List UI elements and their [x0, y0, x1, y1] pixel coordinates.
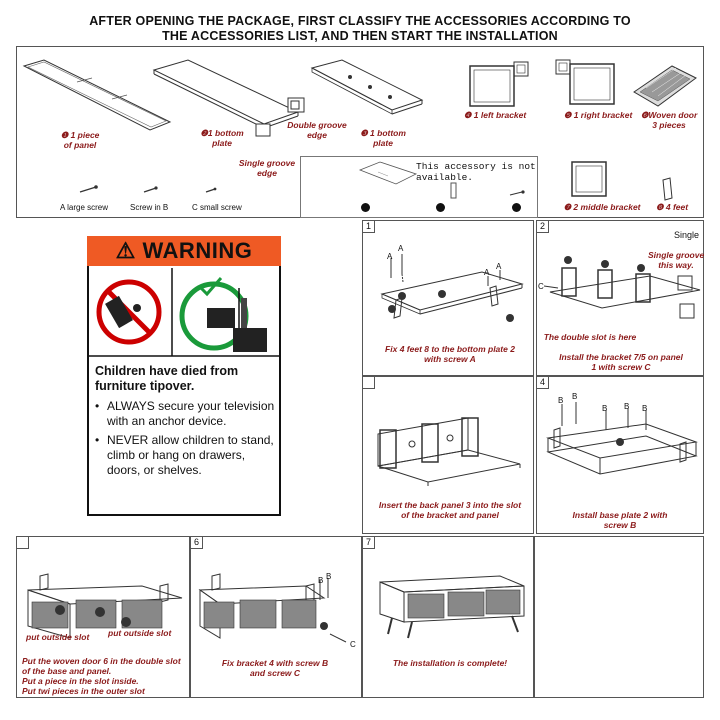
middle-bracket-7-label: ❼ 2 middle bracket: [563, 202, 641, 212]
step-number: 4: [537, 377, 549, 389]
step-4-box: 4: [536, 376, 704, 534]
not-available-box: [300, 156, 538, 218]
screw-c-label: C small screw: [192, 203, 242, 212]
woven-door-6-drawing: [633, 65, 697, 107]
small-screw-drawing: [509, 190, 525, 196]
step-2-box: 2: [536, 220, 704, 376]
bullet-dot: [436, 203, 445, 212]
bottom-plate-2-label: ❷1 bottom plate: [200, 128, 244, 148]
right-bracket-5-drawing: [555, 59, 615, 105]
step-1-drawing: [380, 254, 524, 322]
callout-a: A: [398, 244, 404, 253]
screw-b-icon: [143, 186, 158, 193]
page-header: AFTER OPENING THE PACKAGE, FIRST CLASSIF…: [0, 14, 720, 44]
step-2-drawing: [543, 256, 701, 319]
callout-a: A: [484, 268, 490, 277]
step-3-drawing: [377, 417, 521, 486]
header-line-2: THE ACCESSORIES LIST, AND THEN START THE…: [162, 29, 558, 43]
callout-b: B: [624, 402, 630, 411]
warning-bullet: NEVER allow children to stand, climb or …: [93, 433, 279, 478]
slot-label-2: put outside slot: [108, 628, 172, 638]
right-bracket-5-label: ❺ 1 right bracket: [563, 110, 633, 120]
warning-title: Children have died from furniture tipove…: [95, 364, 239, 393]
screw-a-label: A large screw: [60, 203, 109, 212]
glass-panel-drawing: [358, 161, 418, 185]
callout-c: C: [350, 640, 356, 649]
left-bracket-4-label: ❹ 1 left bracket: [463, 110, 527, 120]
callout-b: B: [318, 576, 324, 585]
step-number: [17, 537, 29, 549]
step-4-drawing: [546, 402, 698, 475]
step-1-box: 1: [362, 220, 534, 376]
callout-c: C: [538, 282, 544, 291]
not-available-text: This accessory is not available.: [416, 161, 536, 183]
panel-1-label: ❶ 1 piece of panel: [60, 130, 100, 150]
step-6-box: 6: [190, 536, 362, 698]
callout-b: B: [558, 396, 564, 405]
callout-a: A: [387, 252, 393, 261]
step-7-caption: The installation is complete!: [392, 658, 508, 668]
warning-bullet: ALWAYS secure your television with an an…: [93, 399, 279, 429]
callout-b: B: [642, 404, 648, 413]
bottom-plate-3-drawing: [310, 59, 424, 115]
bottom-plate-2-drawing: [152, 59, 305, 137]
header-line-1: AFTER OPENING THE PACKAGE, FIRST CLASSIF…: [89, 14, 631, 28]
step-number: 6: [191, 537, 203, 549]
warning-pictogram: [89, 268, 279, 357]
woven-door-6-label: ❻Woven door 3 pieces: [640, 110, 698, 130]
middle-bracket-7-drawing: [571, 161, 607, 197]
screw-b-label: Screw in B: [130, 203, 169, 212]
warning-heading: ⚠ WARNING: [87, 236, 281, 266]
double-slot-note: The double slot is here: [543, 332, 637, 342]
panel-1-drawing: [22, 59, 172, 131]
bullet-dot: [512, 203, 521, 212]
single-groove-note: Single groove this way.: [648, 250, 705, 270]
bottom-plate-3-label: ❸ 1 bottom plate: [360, 128, 406, 148]
warning-bullet-list: ALWAYS secure your television with an an…: [93, 399, 279, 482]
step-3-caption: Insert the back panel 3 into the slot of…: [378, 500, 522, 520]
step-6-drawing: [198, 573, 347, 643]
callout-b: B: [572, 392, 578, 401]
step-number: 2: [537, 221, 549, 233]
double-groove-label: Double groove edge: [287, 120, 347, 140]
step-7-drawing: [379, 575, 525, 639]
step-2-caption: Install the bracket 7/5 on panel 1 with …: [559, 352, 683, 372]
small-part-drawing: [450, 182, 457, 199]
callout-b: B: [602, 404, 608, 413]
slot-label-1: put outside slot: [26, 632, 90, 642]
single-groove-label: Single groove edge: [238, 158, 296, 178]
step-1-caption: Fix 4 feet 8 to the bottom plate 2 with …: [385, 344, 515, 364]
callout-b: B: [326, 572, 332, 581]
step-5-box: [16, 536, 190, 698]
step-5-drawing: [27, 573, 183, 639]
screw-c-icon: [205, 187, 217, 193]
step-number: 7: [363, 537, 375, 549]
feet-8-label: ❽ 4 feet: [655, 202, 689, 212]
single-label: Single: [674, 230, 700, 240]
feet-8-drawing: [662, 177, 673, 201]
step-number: 1: [363, 221, 375, 233]
step-number: [363, 377, 375, 389]
callout-a: A: [496, 262, 502, 271]
step-7-box: 7: [362, 536, 534, 698]
step-4-caption: Install base plate 2 with screw B: [572, 510, 668, 530]
screw-a-icon: [79, 185, 98, 193]
empty-cell: [534, 536, 704, 698]
step-6-caption: Fix bracket 4 with screw B and screw C: [221, 658, 329, 678]
step-3-box: [362, 376, 534, 534]
step-5-caption: Put the woven door 6 in the double slot …: [22, 656, 181, 696]
bullet-dot: [361, 203, 370, 212]
left-bracket-4-drawing: [469, 61, 529, 107]
